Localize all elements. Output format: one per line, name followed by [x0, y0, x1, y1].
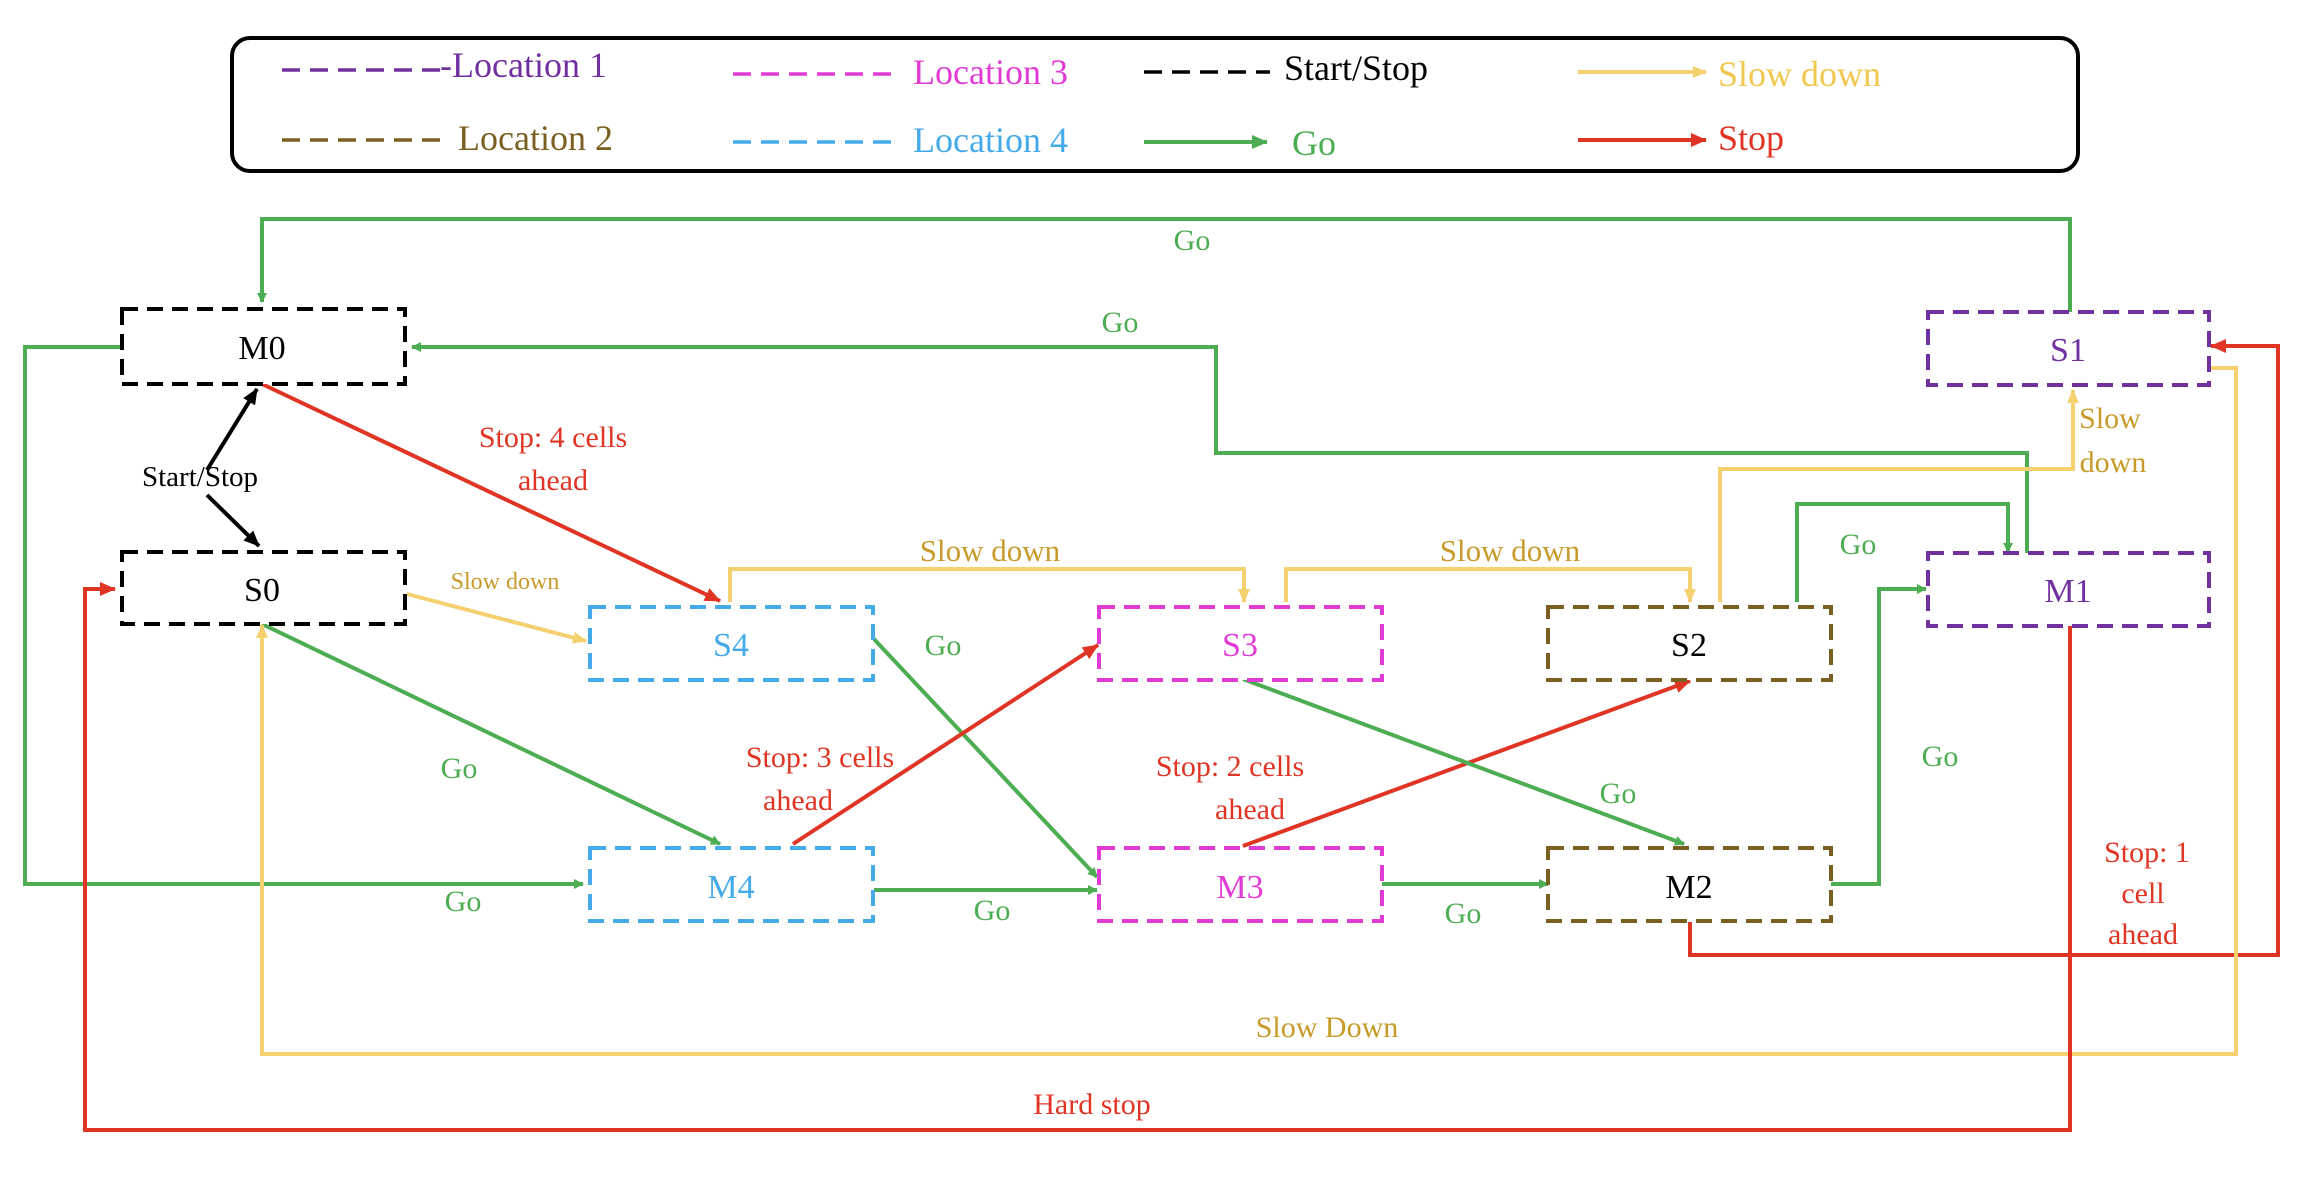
label-stop-m3-s2-2: ahead [1215, 793, 1285, 826]
label-stop-m4-s3-2: ahead [763, 784, 833, 817]
legend-location2-label: Location 2 [458, 118, 613, 158]
state-s4-label: S4 [713, 627, 749, 664]
state-m0[interactable]: M0 [120, 307, 407, 386]
legend-location1-label: -Location 1 [440, 45, 607, 85]
label-go-s2-m1: Go [1840, 528, 1877, 561]
state-s2[interactable]: S2 [1546, 605, 1833, 682]
label-slow-s4-s3: Slow down [920, 533, 1061, 568]
edge-stop-m0-to-s0 [205, 493, 261, 548]
label-slow-s0-s4: Slow down [451, 569, 560, 595]
legend: -Location 1 Location 2 Location 3 Locati… [230, 36, 2080, 173]
label-go-s0-m4: Go [441, 752, 478, 785]
edge-go-m1-to-m0 [411, 342, 2029, 553]
state-m1-label: M1 [2044, 573, 2091, 610]
label-stop-m2-s1-3: ahead [2108, 918, 2178, 951]
legend-stop-label: Stop [1718, 118, 1784, 158]
connectors [23, 217, 2280, 1132]
edge-go-m0-to-m4 [23, 345, 584, 889]
legend-location4-label: Location 4 [913, 120, 1068, 160]
edge-go-s3-to-m2 [1242, 677, 1685, 846]
label-stop-m2-s1: Stop: 1 [2104, 836, 2190, 869]
edge-go-s0-to-m4 [261, 622, 721, 846]
state-m2[interactable]: M2 [1546, 846, 1833, 923]
edge-slow-s3-to-s2 [1284, 567, 1696, 603]
state-m4[interactable]: M4 [588, 846, 875, 923]
legend-slow-down-label: Slow down [1718, 54, 1881, 94]
state-m3[interactable]: M3 [1097, 846, 1384, 923]
state-s4[interactable]: S4 [588, 605, 875, 682]
states: M0 S0 S4 M4 S3 M3 S2 M2 [120, 307, 2211, 923]
edge-slow-s0-to-s4 [406, 592, 587, 644]
edge-labels: Go Go Start/Stop Stop: 4 cells ahead Slo… [142, 224, 2190, 1121]
edge-slow-s1-to-s0 [256, 366, 2238, 1056]
label-slow-s2-s1-2: down [2080, 446, 2147, 479]
edge-slow-s2-to-s1 [1718, 389, 2079, 602]
edge-slow-s4-to-s3 [728, 567, 1250, 603]
legend-location3-label: Location 3 [913, 52, 1068, 92]
state-s3-label: S3 [1222, 627, 1258, 664]
edge-hard-stop-m1-to-s0 [83, 582, 2072, 1132]
edge-start-s0-to-m0 [205, 387, 259, 472]
state-s0-label: S0 [244, 572, 280, 609]
edge-go-m2-to-m1 [1830, 584, 1927, 886]
label-hard-stop: Hard stop [1033, 1088, 1150, 1121]
state-s2-label: S2 [1671, 627, 1707, 664]
label-go-top: Go [1174, 224, 1211, 257]
label-stop-m2-s1-2: cell [2121, 877, 2164, 910]
label-go-m3-m2: Go [1445, 897, 1482, 930]
edge-go-s1-to-m0-top [257, 217, 2072, 313]
label-go-m4-m3: Go [974, 894, 1011, 927]
edge-stop-m4-to-s3 [791, 643, 1100, 846]
label-stop-m4-s3: Stop: 3 cells [746, 741, 894, 774]
state-m0-label: M0 [238, 330, 285, 367]
label-slow-s3-s2: Slow down [1440, 533, 1581, 568]
label-slow-s1-s0: Slow Down [1256, 1011, 1399, 1044]
edge-stop-m0-to-s4 [261, 382, 721, 603]
label-stop-m3-s2: Stop: 2 cells [1156, 750, 1304, 783]
edge-go-s4-to-m3 [871, 636, 1099, 879]
edge-go-s2-to-m1 [1795, 502, 2013, 602]
label-go-m2-m1: Go [1922, 740, 1959, 773]
state-m1[interactable]: M1 [1926, 551, 2211, 628]
state-s3[interactable]: S3 [1097, 605, 1384, 682]
label-go-s4-m3: Go [925, 629, 962, 662]
state-s1-label: S1 [2050, 332, 2086, 369]
label-stop-m0-s4-2: ahead [518, 464, 588, 497]
state-m3-label: M3 [1216, 869, 1263, 906]
state-m4-label: M4 [707, 869, 754, 906]
label-go-s1-m0: Go [1102, 306, 1139, 339]
label-go-s3-m2: Go [1600, 777, 1637, 810]
label-slow-s2-s1: Slow [2079, 402, 2141, 435]
legend-start-stop-label: Start/Stop [1284, 48, 1428, 88]
label-stop-m0-s4: Stop: 4 cells [479, 421, 627, 454]
label-go-m0-m4: Go [445, 885, 482, 918]
state-m2-label: M2 [1665, 869, 1712, 906]
legend-go-label: Go [1292, 123, 1336, 163]
state-s1[interactable]: S1 [1926, 310, 2211, 387]
label-start-stop: Start/Stop [142, 461, 258, 493]
edge-stop-m2-to-s1 [1688, 339, 2280, 957]
state-s0[interactable]: S0 [120, 550, 407, 626]
